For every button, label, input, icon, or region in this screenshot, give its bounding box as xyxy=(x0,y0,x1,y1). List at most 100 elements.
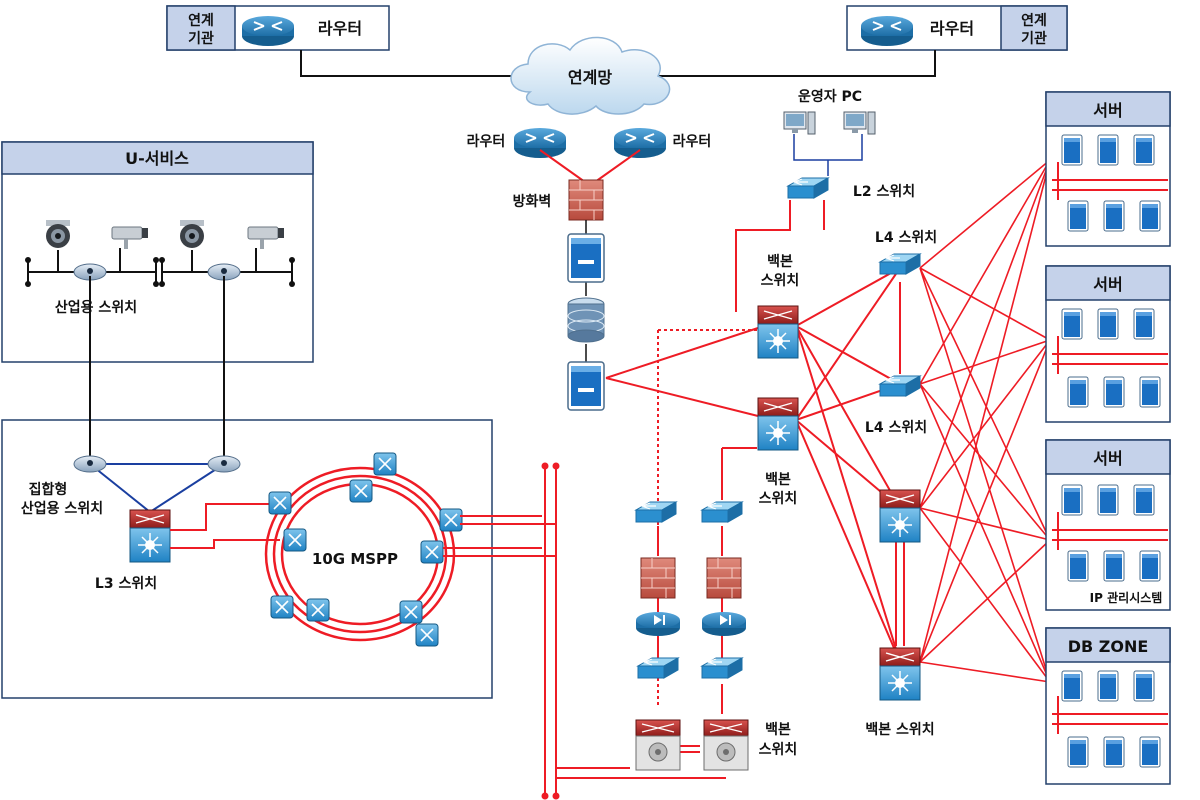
bus-ends xyxy=(25,257,295,287)
server-icon xyxy=(1067,736,1089,768)
mspp-node-icon xyxy=(399,600,423,624)
storage-switch-icon xyxy=(703,719,749,771)
zone-db: DB ZONE xyxy=(1045,627,1171,785)
router-right-label: 라우터 xyxy=(673,134,712,150)
u-service-panel: U-서비스 산업용 스위치 xyxy=(1,141,314,363)
mspp-node-icon xyxy=(270,595,294,619)
operator-label: 운영자 PC xyxy=(798,88,862,105)
partner-right-org-2: 기관 xyxy=(1021,30,1047,47)
server-icon xyxy=(1067,200,1089,232)
switch-icon xyxy=(701,657,743,679)
router-left-label: 라우터 xyxy=(467,134,506,150)
feeder-ends xyxy=(541,462,560,800)
router-icon xyxy=(860,15,914,47)
firewall-icon xyxy=(706,557,742,599)
mspp-node-icon xyxy=(415,623,439,647)
server-icon xyxy=(1067,376,1089,408)
server-icon xyxy=(567,233,605,283)
zone-title: 서버 xyxy=(1093,101,1122,120)
l4-bottom-label: L4 스위치 xyxy=(865,420,927,436)
mspp-node-icon xyxy=(283,528,307,552)
mspp-node-icon xyxy=(268,491,292,515)
server-icon xyxy=(1061,134,1083,166)
zone-links xyxy=(919,159,1051,683)
server-icon xyxy=(1139,376,1161,408)
zone-server-2: 서버 xyxy=(1045,265,1171,423)
server-icon xyxy=(1103,550,1125,582)
zone-title: DB ZONE xyxy=(1068,637,1149,656)
zone-server-3: 서버 IP 관리시스템 xyxy=(1045,439,1171,611)
server-icon xyxy=(1139,200,1161,232)
agg-links xyxy=(89,463,225,513)
partner-left-router: 라우터 xyxy=(318,19,362,38)
wan-link xyxy=(300,50,936,77)
backbone-top-label-2: 스위치 xyxy=(761,273,800,289)
switch-icon xyxy=(787,177,829,199)
backbone-bottom-label-1: 백본 xyxy=(765,722,791,738)
uplink-lines xyxy=(89,276,225,464)
server-icon xyxy=(1097,484,1119,516)
server-icon xyxy=(1133,134,1155,166)
database-icon xyxy=(567,297,605,343)
partner-left: 연계 기관 라우터 xyxy=(166,5,390,51)
router-icon xyxy=(241,15,295,47)
router-icon xyxy=(613,127,667,159)
pc-icon xyxy=(843,111,876,135)
server-icon xyxy=(1103,376,1125,408)
backbone-switch-icon xyxy=(879,647,921,701)
server-icon xyxy=(1139,550,1161,582)
dome-camera-icon xyxy=(180,220,204,248)
firewall-icon xyxy=(640,557,676,599)
mspp-label: 10G MSPP xyxy=(312,550,398,568)
partner-right: 라우터 연계 기관 xyxy=(846,5,1068,51)
l3-switch-label: L3 스위치 xyxy=(95,576,157,592)
mspp-node-icon xyxy=(420,540,444,564)
server-icon xyxy=(1097,134,1119,166)
pc-links xyxy=(793,134,863,176)
mspp-node-icon xyxy=(439,508,463,532)
server-icon xyxy=(567,361,605,411)
cloud-label: 연계망 xyxy=(568,68,612,87)
load-balancer-icon xyxy=(702,612,746,636)
l4-switch-icon xyxy=(879,253,921,275)
mspp-feeder xyxy=(443,466,726,796)
backbone-switch-icon xyxy=(757,305,799,359)
agg-switch-label-1: 집합형 xyxy=(29,481,68,498)
l2-switch-label: L2 스위치 xyxy=(853,184,915,200)
switch-icon xyxy=(635,501,677,523)
server-icon xyxy=(1133,484,1155,516)
zone-server-1: 서버 xyxy=(1045,91,1171,247)
backbone-switch-icon xyxy=(757,397,799,451)
server-icon xyxy=(1067,550,1089,582)
server-icon xyxy=(1103,736,1125,768)
l4-top-label: L4 스위치 xyxy=(875,230,937,246)
backbone-switch-icon xyxy=(879,489,921,543)
router-fw-links xyxy=(539,149,641,183)
server-icon xyxy=(1061,484,1083,516)
l3-mspp-links xyxy=(170,503,280,549)
mspp-node-icon xyxy=(349,479,373,503)
partner-left-org-2: 기관 xyxy=(188,30,214,47)
agg-switch-icon xyxy=(207,455,241,473)
partner-left-org-1: 연계 xyxy=(188,13,214,29)
router-icon xyxy=(513,127,567,159)
pc-icon xyxy=(783,111,816,135)
partner-right-router: 라우터 xyxy=(930,19,974,38)
mspp-node-icon xyxy=(306,598,330,622)
server-icon xyxy=(1133,308,1155,340)
backbone-top-label-1: 백본 xyxy=(767,254,793,270)
l4-switch-icon xyxy=(879,375,921,397)
partner-right-org-1: 연계 xyxy=(1021,13,1047,29)
load-balancer-icon xyxy=(636,612,680,636)
server-icon xyxy=(1061,308,1083,340)
backbone-mid-label-1: 백본 xyxy=(765,472,791,488)
server-icon xyxy=(1097,308,1119,340)
l3-switch-icon xyxy=(129,509,171,563)
server-icon xyxy=(1139,736,1161,768)
server-icon xyxy=(1061,670,1083,702)
cloud-icon: 연계망 xyxy=(510,36,671,115)
switch-icon xyxy=(637,657,679,679)
backbone-mid-label-2: 스위치 xyxy=(759,491,798,507)
firewall-label: 방화벽 xyxy=(513,193,552,210)
